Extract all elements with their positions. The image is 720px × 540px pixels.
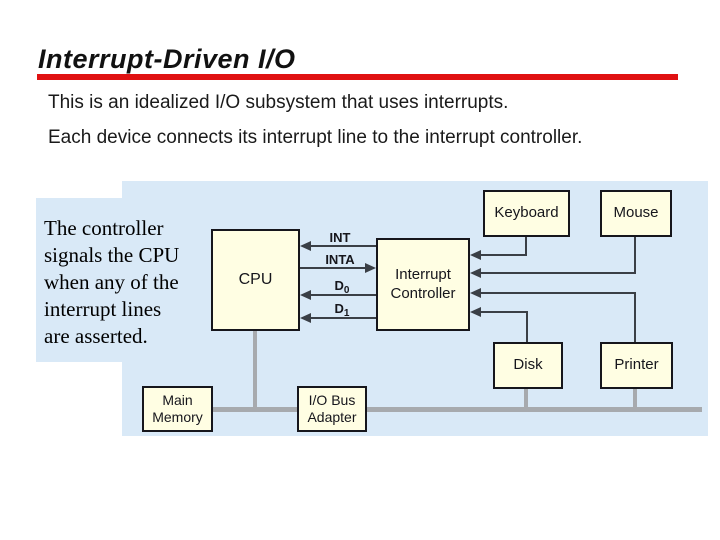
printer-box: Printer xyxy=(600,342,673,389)
d0-arrowhead-icon xyxy=(300,290,311,300)
printer-irq-arrowhead-icon xyxy=(470,288,481,298)
io-bus-line xyxy=(213,407,702,412)
disk-label: Disk xyxy=(513,356,543,374)
note-text: The controller signals the CPU when any … xyxy=(44,216,180,348)
keyboard-label: Keyboard xyxy=(494,204,559,222)
io-bus-adapter-label-line2: Adapter xyxy=(307,409,357,425)
inta-arrowhead-icon xyxy=(365,263,376,273)
printer-label: Printer xyxy=(614,356,659,374)
interrupt-controller-label-line1: Interrupt xyxy=(395,265,451,283)
cpu-bus-drop-line xyxy=(253,331,257,407)
title-accent-rule xyxy=(37,74,678,80)
body-text-line-2: Each device connects its interrupt line … xyxy=(48,127,583,148)
io-bus-adapter-box: I/O Bus Adapter xyxy=(297,386,367,432)
main-memory-box: Main Memory xyxy=(142,386,213,432)
keyboard-irq-hline xyxy=(481,254,527,256)
keyboard-irq-arrowhead-icon xyxy=(470,250,481,260)
printer-bus-drop-line xyxy=(633,389,637,407)
inta-line xyxy=(300,267,366,269)
mouse-box: Mouse xyxy=(600,190,672,237)
mouse-irq-vline xyxy=(634,237,636,274)
disk-irq-vline xyxy=(526,311,528,342)
int-line xyxy=(308,245,376,247)
disk-irq-hline xyxy=(481,311,528,313)
interrupt-controller-box: Interrupt Controller xyxy=(376,238,470,331)
inta-label: INTA xyxy=(325,252,355,267)
io-bus-adapter-label-line1: I/O Bus xyxy=(308,391,356,408)
mouse-irq-hline xyxy=(481,272,636,274)
disk-box: Disk xyxy=(493,342,563,389)
mouse-label: Mouse xyxy=(613,204,659,222)
main-memory-label-line2: Memory xyxy=(152,409,203,425)
cpu-label: CPU xyxy=(238,271,273,288)
cpu-box: CPU xyxy=(211,229,300,331)
int-arrowhead-icon xyxy=(300,241,311,251)
note-panel xyxy=(36,198,126,362)
page-title: Interrupt-Driven I/O xyxy=(38,44,296,74)
keyboard-irq-vline xyxy=(525,237,527,256)
mouse-irq-arrowhead-icon xyxy=(470,268,481,278)
main-memory-label-line1: Main xyxy=(162,391,193,408)
printer-irq-hline xyxy=(481,292,636,294)
printer-irq-vline xyxy=(634,292,636,342)
d1-arrowhead-icon xyxy=(300,313,311,323)
interrupt-controller-label-line2: Controller xyxy=(390,284,456,302)
keyboard-box: Keyboard xyxy=(483,190,570,237)
d0-label: D0 xyxy=(334,278,350,296)
d0-line xyxy=(308,294,376,296)
int-label: INT xyxy=(329,230,351,245)
d1-label: D1 xyxy=(334,301,350,319)
disk-irq-arrowhead-icon xyxy=(470,307,481,317)
d1-line xyxy=(308,317,376,319)
disk-bus-drop-line xyxy=(524,389,528,407)
body-text-line-1: This is an idealized I/O subsystem that … xyxy=(48,92,509,113)
